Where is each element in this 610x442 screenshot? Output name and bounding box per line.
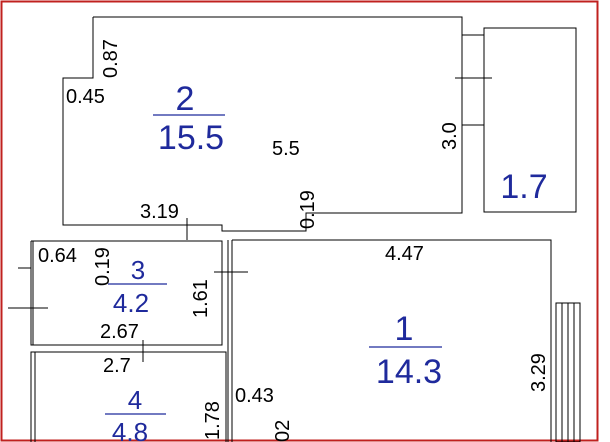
dim-064: 0.64 bbox=[38, 245, 77, 267]
dim-045: 0.45 bbox=[66, 86, 105, 108]
dim-043: 0.43 bbox=[235, 385, 274, 407]
room-1-area: 14.3 bbox=[376, 353, 442, 391]
dim-55: 5.5 bbox=[272, 138, 300, 160]
balcony-area: 1.7 bbox=[500, 168, 547, 206]
room-1-walls bbox=[232, 239, 552, 442]
dim-161: 1.61 bbox=[190, 279, 212, 318]
dim-019b: 0.19 bbox=[92, 247, 114, 286]
dim-087: 0.87 bbox=[100, 39, 122, 78]
room-3-walls bbox=[30, 240, 223, 346]
room-4-walls bbox=[30, 351, 227, 442]
balcony-walls bbox=[483, 27, 577, 213]
room-3-area: 4.2 bbox=[113, 288, 149, 318]
room-4-area: 4.8 bbox=[112, 417, 148, 442]
room-1-number: 1 bbox=[395, 310, 414, 348]
room-4-number: 4 bbox=[128, 385, 142, 415]
dim-019a: 0.19 bbox=[297, 190, 319, 229]
dim-267: 2.67 bbox=[100, 321, 139, 343]
room-2-number: 2 bbox=[176, 80, 195, 118]
room-2-area: 15.5 bbox=[158, 119, 224, 157]
room-2-walls bbox=[62, 16, 463, 232]
dim-02: 02 bbox=[272, 420, 294, 442]
room-3-number: 3 bbox=[131, 255, 145, 285]
dim-329: 3.29 bbox=[528, 353, 550, 392]
dim-27: 2.7 bbox=[103, 355, 131, 377]
dim-178: 1.78 bbox=[202, 401, 224, 440]
dim-447: 4.47 bbox=[385, 243, 424, 265]
dim-30: 3.0 bbox=[439, 122, 461, 150]
dim-319: 3.19 bbox=[140, 201, 179, 223]
